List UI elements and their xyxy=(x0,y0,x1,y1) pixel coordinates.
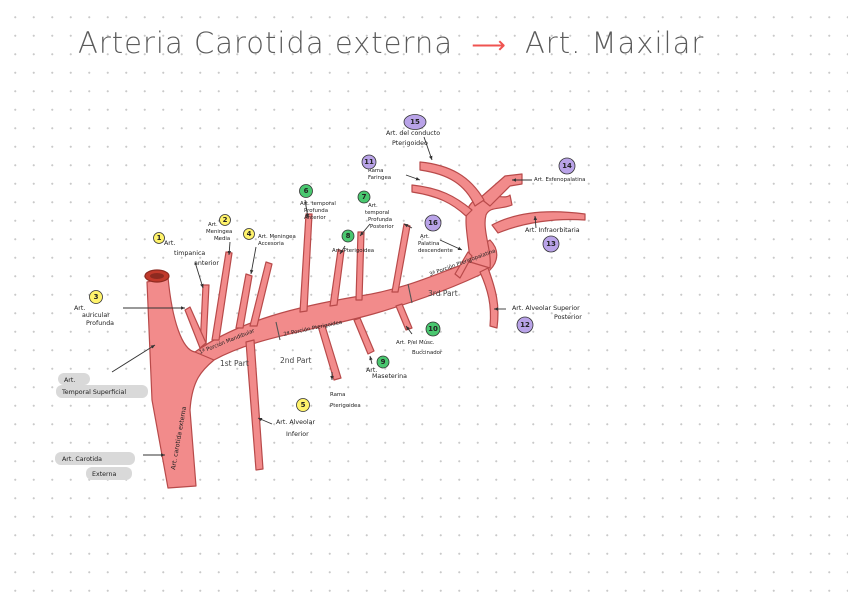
svg-text:13: 13 xyxy=(546,240,556,248)
title-left: Arteria Carotida externa xyxy=(78,26,454,60)
vessel-buccinador xyxy=(395,303,413,331)
vessel-infraorbitaria xyxy=(491,211,586,234)
svg-text:14: 14 xyxy=(562,162,572,170)
badge-14: 14 xyxy=(558,157,576,175)
part2-label: 2nd Part xyxy=(280,356,312,365)
svg-text:5: 5 xyxy=(301,401,306,409)
label-buccinador: Art. P/el Músc.Buccinador xyxy=(396,339,443,356)
badge-7: 7 xyxy=(357,190,371,204)
vessel-timpanica xyxy=(199,284,210,349)
badge-5: 5 xyxy=(296,398,310,412)
vessel-group xyxy=(144,161,586,489)
svg-text:2: 2 xyxy=(223,216,228,224)
badge-10: 10 xyxy=(425,321,441,337)
svg-text:4: 4 xyxy=(247,230,252,238)
page-title: Arteria Carotida externa ⟶ Art. Maxilar xyxy=(78,26,704,60)
badge-15: 15 xyxy=(403,114,427,130)
vessel-conducto-pterigoideo xyxy=(419,161,485,207)
vessel-auricular xyxy=(184,306,207,349)
svg-text:10: 10 xyxy=(428,325,438,333)
badge-8: 8 xyxy=(341,229,355,243)
label-esfenopalatina: Art. Esfenopalatina xyxy=(534,177,585,183)
vessel-esfenopalatina xyxy=(479,173,523,207)
part1-label: 1st Part xyxy=(220,359,249,368)
svg-text:15: 15 xyxy=(410,118,420,126)
vessel-temporal-post2 xyxy=(391,223,411,293)
label-temporal-sup-line2: Temporal Superficial xyxy=(61,389,126,396)
pointer-lines xyxy=(111,136,538,457)
badge-1: 1 xyxy=(153,232,165,244)
svg-text:6: 6 xyxy=(304,187,309,195)
vessel-maseterina xyxy=(353,317,375,355)
badge-11: 11 xyxy=(361,154,377,170)
badge-4: 4 xyxy=(243,228,255,240)
part-labels: 1st Part 2nd Part 3rd Part xyxy=(220,289,458,368)
badge-16: 16 xyxy=(424,214,442,232)
vessel-pterigoidea xyxy=(329,249,345,307)
svg-text:9: 9 xyxy=(381,358,386,366)
label-pterigoidea: Art. Pterigoidea xyxy=(332,248,374,254)
svg-text:1: 1 xyxy=(157,234,162,242)
badge-13: 13 xyxy=(542,235,560,253)
badge-2: 2 xyxy=(219,214,231,226)
svg-text:12: 12 xyxy=(520,321,530,329)
vessel-meningea-media xyxy=(211,251,233,341)
badge-9: 9 xyxy=(376,355,390,369)
badge-12: 12 xyxy=(516,316,534,334)
svg-text:16: 16 xyxy=(428,219,438,227)
vessel-temporal-post xyxy=(355,231,365,301)
svg-text:8: 8 xyxy=(346,232,351,240)
anatomy-labels: Art. Carotida Externa Art. Temporal Supe… xyxy=(55,130,585,480)
label-maseterina: Art.Maseterina xyxy=(366,367,407,380)
vessel-meningea-acc2 xyxy=(249,261,273,327)
badge-6: 6 xyxy=(299,184,313,198)
svg-text:11: 11 xyxy=(364,158,374,166)
title-right: Art. Maxilar xyxy=(524,26,705,60)
svg-text:7: 7 xyxy=(362,193,367,201)
division-lines xyxy=(275,283,413,341)
label-temporal-sup-line1: Art. xyxy=(64,377,75,384)
label-carotida-line2: Externa xyxy=(92,471,117,478)
vessel-temporal-ant xyxy=(299,213,313,313)
svg-text:3: 3 xyxy=(94,293,99,301)
number-badges: 1 2 3 4 5 6 7 8 9 10 11 12 13 14 15 16 xyxy=(89,114,576,412)
badge-3: 3 xyxy=(89,290,103,304)
label-carotida-line1: Art. Carotida xyxy=(62,456,102,463)
title-arrow-icon: ⟶ xyxy=(471,31,507,59)
part3-label: 3rd Part xyxy=(428,289,458,298)
vessel-alveolar-sup-post xyxy=(479,267,499,329)
vessel-rama-pterigoidea xyxy=(317,325,342,381)
vessel-maxilar-trunk xyxy=(194,239,498,361)
vessel-alveolar-inf xyxy=(245,339,264,471)
vessel-palatina xyxy=(454,251,473,279)
vessel-rama-faringea xyxy=(411,184,473,217)
vessel-meningea-acc xyxy=(235,273,253,329)
label-infraorbitaria: Art. Infraorbitaria xyxy=(525,227,580,234)
